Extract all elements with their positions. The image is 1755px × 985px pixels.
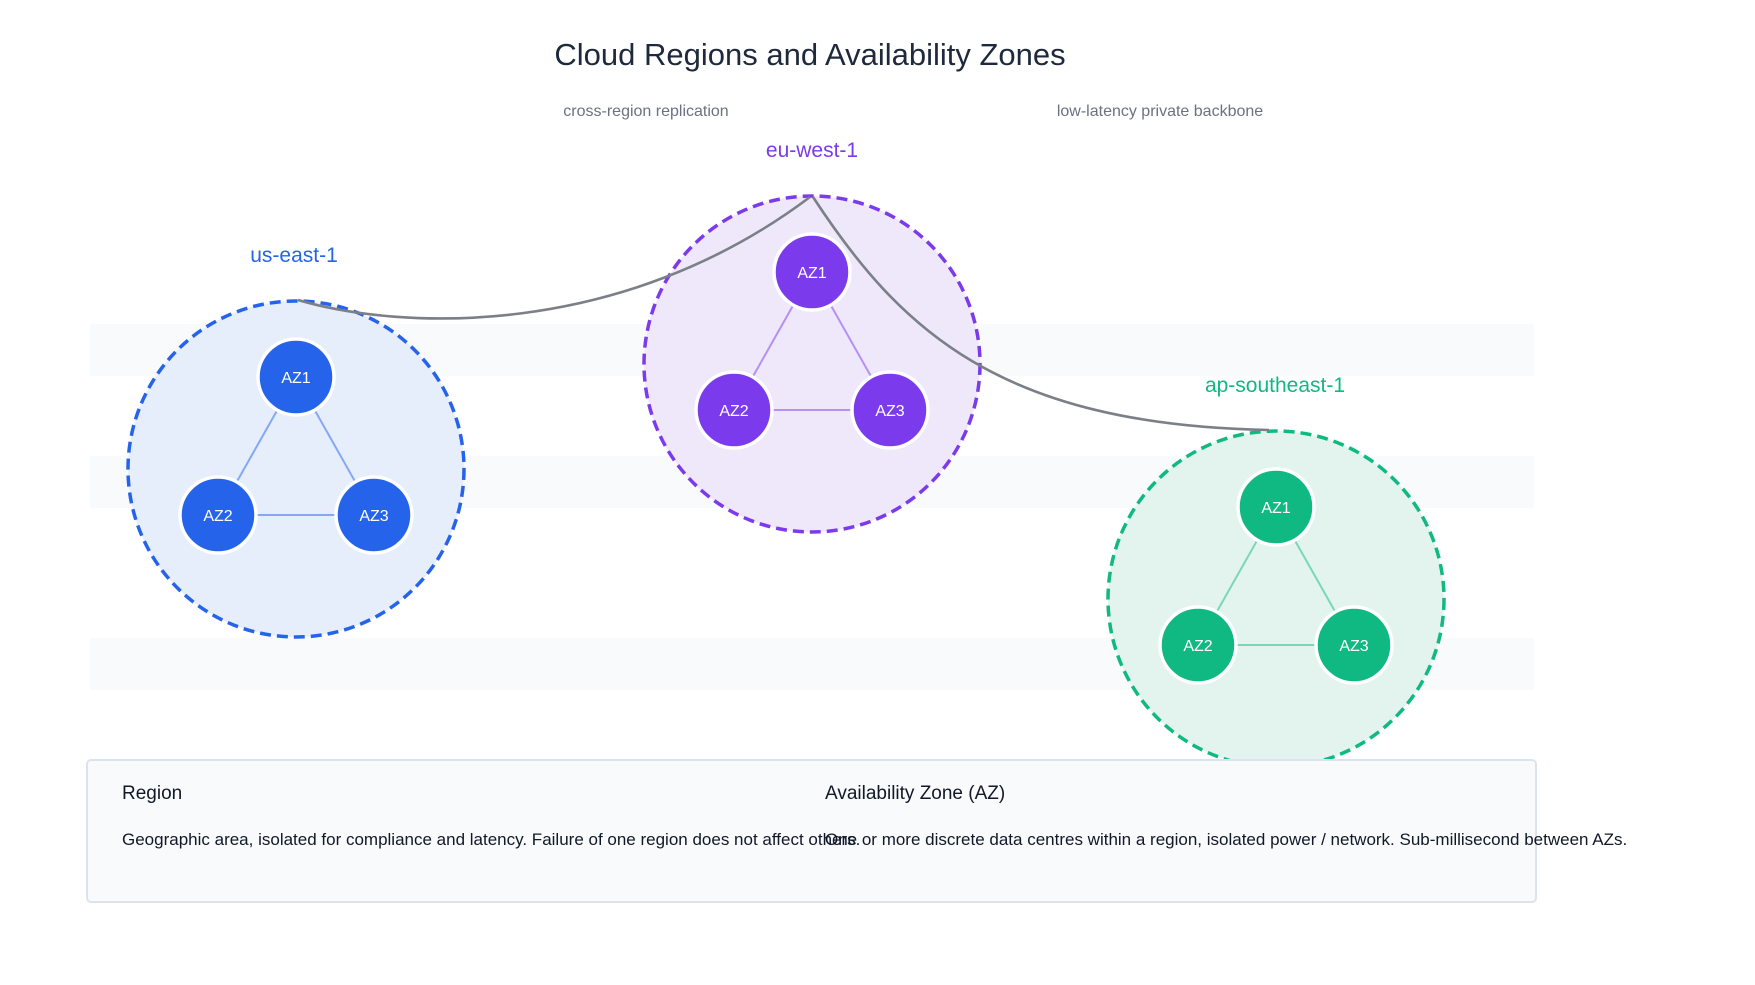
az-node[interactable]: AZ1 bbox=[772, 232, 852, 312]
az-label: AZ2 bbox=[1183, 638, 1212, 655]
region-label: us-east-1 bbox=[250, 244, 338, 267]
az-label: AZ3 bbox=[875, 403, 904, 420]
az-label: AZ1 bbox=[281, 370, 310, 387]
legend-region-heading: Region bbox=[122, 783, 182, 804]
az-node[interactable]: AZ2 bbox=[694, 370, 774, 450]
az-node[interactable]: AZ1 bbox=[1236, 467, 1316, 547]
link-backbone-curve bbox=[811, 196, 1270, 432]
az-label: AZ3 bbox=[1339, 638, 1368, 655]
az-label: AZ3 bbox=[359, 508, 388, 525]
link-replication-curve bbox=[297, 195, 811, 320]
az-node[interactable]: AZ2 bbox=[1158, 605, 1238, 685]
page-title: Cloud Regions and Availability Zones bbox=[554, 37, 1065, 72]
link-label-replication: cross-region replication bbox=[563, 103, 728, 120]
az-node[interactable]: AZ2 bbox=[178, 475, 258, 555]
az-label: AZ1 bbox=[797, 265, 826, 282]
az-label: AZ2 bbox=[203, 508, 232, 525]
link-label-backbone: low-latency private backbone bbox=[1057, 103, 1263, 120]
az-node[interactable]: AZ3 bbox=[334, 475, 414, 555]
legend-box bbox=[86, 759, 1537, 903]
legend-az-description: One or more discrete data centres within… bbox=[825, 830, 1627, 849]
az-node[interactable]: AZ3 bbox=[850, 370, 930, 450]
az-node[interactable]: AZ1 bbox=[256, 337, 336, 417]
az-label: AZ2 bbox=[719, 403, 748, 420]
region-label: eu-west-1 bbox=[766, 139, 858, 162]
az-label: AZ1 bbox=[1261, 500, 1290, 517]
region-us-east-1: us-east-1 AZ1 AZ2 AZ3 bbox=[126, 244, 466, 639]
region-eu-west-1: eu-west-1 AZ1 AZ2 AZ3 bbox=[642, 139, 982, 534]
az-node[interactable]: AZ3 bbox=[1314, 605, 1394, 685]
legend: Region Geographic area, isolated for com… bbox=[86, 759, 1627, 903]
region-label: ap-southeast-1 bbox=[1205, 374, 1345, 397]
legend-region-description: Geographic area, isolated for compliance… bbox=[122, 830, 860, 849]
region-ap-southeast-1: ap-southeast-1 AZ1 AZ2 AZ3 bbox=[1106, 374, 1446, 760]
legend-az-heading: Availability Zone (AZ) bbox=[825, 783, 1005, 804]
